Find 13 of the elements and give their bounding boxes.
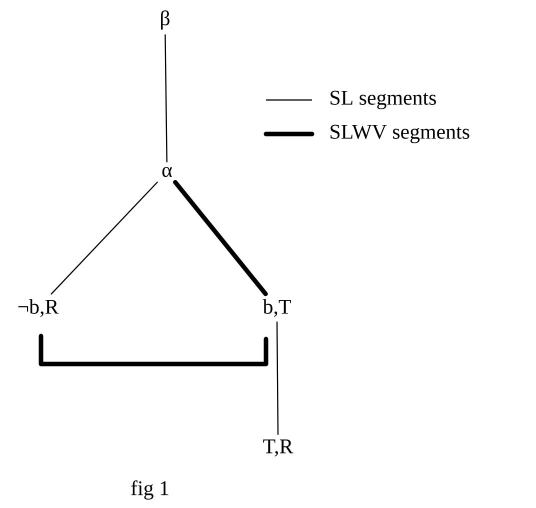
node-label: ¬b,R (18, 299, 59, 317)
connector-line (50, 182, 158, 295)
legend-label: SLWV segments (330, 124, 470, 144)
node-label: b,T (262, 299, 291, 317)
node-label: β (161, 10, 170, 30)
node-label: α (162, 166, 172, 178)
connector-line (38, 334, 268, 366)
connector-line (164, 34, 168, 162)
caption: fig 1 (131, 480, 168, 500)
connector-line (276, 321, 279, 435)
legend-label: SL segments (330, 90, 436, 110)
connector-line (173, 180, 268, 296)
node-label: T,R (263, 440, 294, 456)
